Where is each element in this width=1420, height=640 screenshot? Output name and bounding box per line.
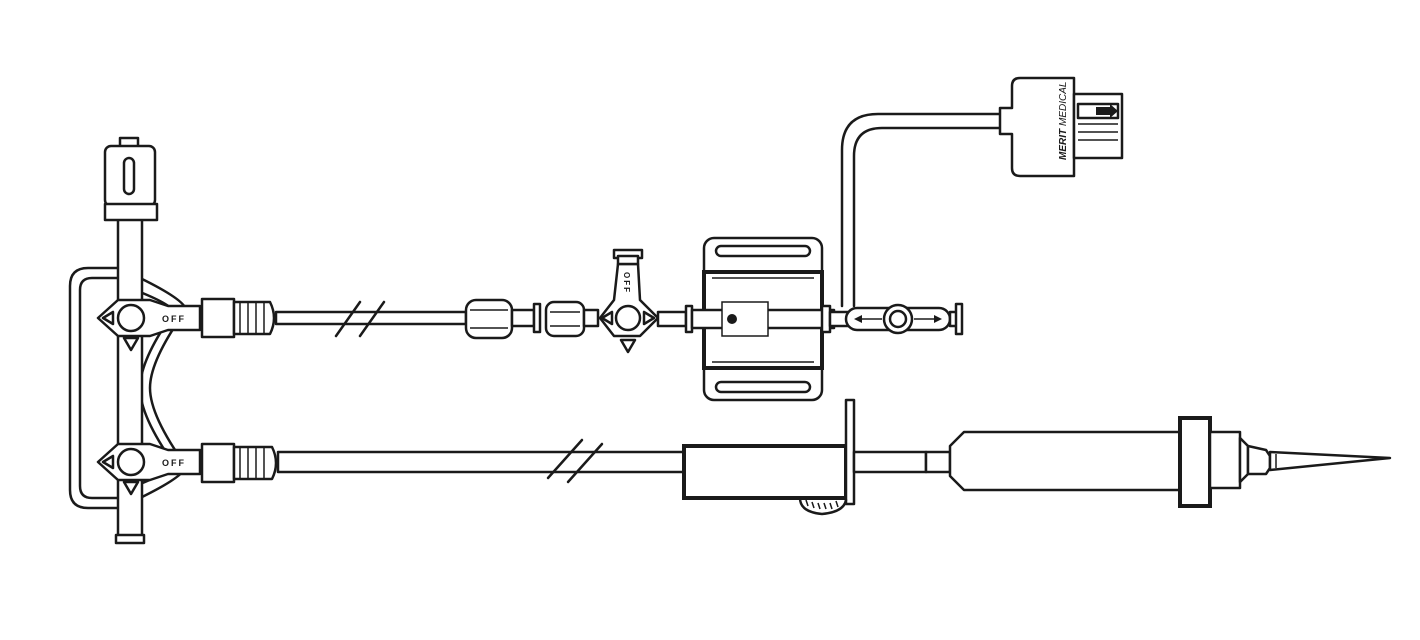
lower-luer-nut bbox=[200, 442, 278, 484]
transducer-cable bbox=[840, 112, 1004, 308]
upper-luer-nut bbox=[200, 297, 276, 339]
lower-left-stopcock-off-label: OFF bbox=[162, 458, 186, 468]
lower-tubing bbox=[276, 438, 686, 484]
manifold-frame bbox=[68, 216, 188, 545]
top-luer-cap bbox=[103, 136, 159, 222]
brand-logo-merit: MERIT bbox=[1058, 128, 1069, 160]
flow-regulator bbox=[682, 398, 952, 516]
transducer-mounting-plate bbox=[690, 236, 836, 402]
stopcock-outlet-tube bbox=[656, 310, 688, 328]
upper-tubing bbox=[274, 300, 468, 338]
upper-inline-connector bbox=[464, 298, 600, 340]
bag-spike bbox=[948, 416, 1392, 508]
flush-device bbox=[828, 302, 964, 336]
middle-stopcock-off-label: OFF bbox=[622, 272, 631, 294]
upper-left-stopcock: OFF bbox=[96, 298, 202, 352]
upper-left-stopcock-off-label: OFF bbox=[162, 314, 186, 324]
brand-logo-medical: MEDICAL bbox=[1058, 82, 1069, 126]
middle-stopcock: OFF bbox=[598, 248, 660, 354]
transducer-connector: MERIT MEDICAL bbox=[998, 76, 1124, 178]
lower-left-stopcock: OFF bbox=[96, 442, 202, 496]
